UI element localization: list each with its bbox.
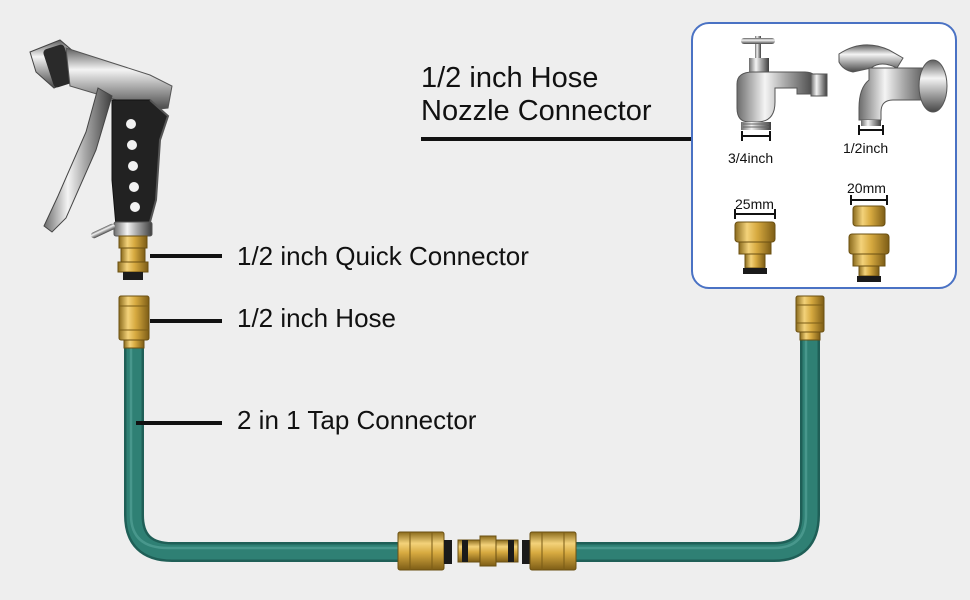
hose-end-fitting-right bbox=[795, 295, 825, 341]
garden-hose bbox=[124, 338, 820, 562]
tap-three-quarter-inch bbox=[736, 36, 828, 130]
tap-connector-label: 2 in 1 Tap Connector bbox=[237, 405, 477, 435]
nozzle-connector-label-line2: Nozzle Connector bbox=[421, 95, 652, 127]
tap-adapter-20mm bbox=[848, 195, 890, 282]
tap-half-inch bbox=[838, 44, 948, 126]
adapter-right-size-label: 20mm bbox=[847, 180, 886, 196]
tap-adapter-inset: 3/4inch 1/2inch 25mm 20mm bbox=[691, 22, 957, 289]
hose-coupling-set bbox=[397, 531, 577, 571]
tap-right-size-label: 1/2inch bbox=[843, 140, 889, 156]
hose-end-fitting-left bbox=[118, 295, 150, 349]
spray-nozzle-gun bbox=[29, 39, 173, 280]
nozzle-connector-label-line1: 1/2 inch Hose bbox=[421, 62, 599, 94]
tap-adapter-25mm bbox=[734, 209, 776, 274]
quick-connector-label: 1/2 inch Quick Connector bbox=[237, 241, 529, 271]
hose-label: 1/2 inch Hose bbox=[237, 303, 396, 333]
tap-adapter-illustration bbox=[734, 36, 948, 282]
adapter-left-size-label: 25mm bbox=[735, 196, 774, 212]
tap-left-size-label: 3/4inch bbox=[728, 150, 774, 166]
